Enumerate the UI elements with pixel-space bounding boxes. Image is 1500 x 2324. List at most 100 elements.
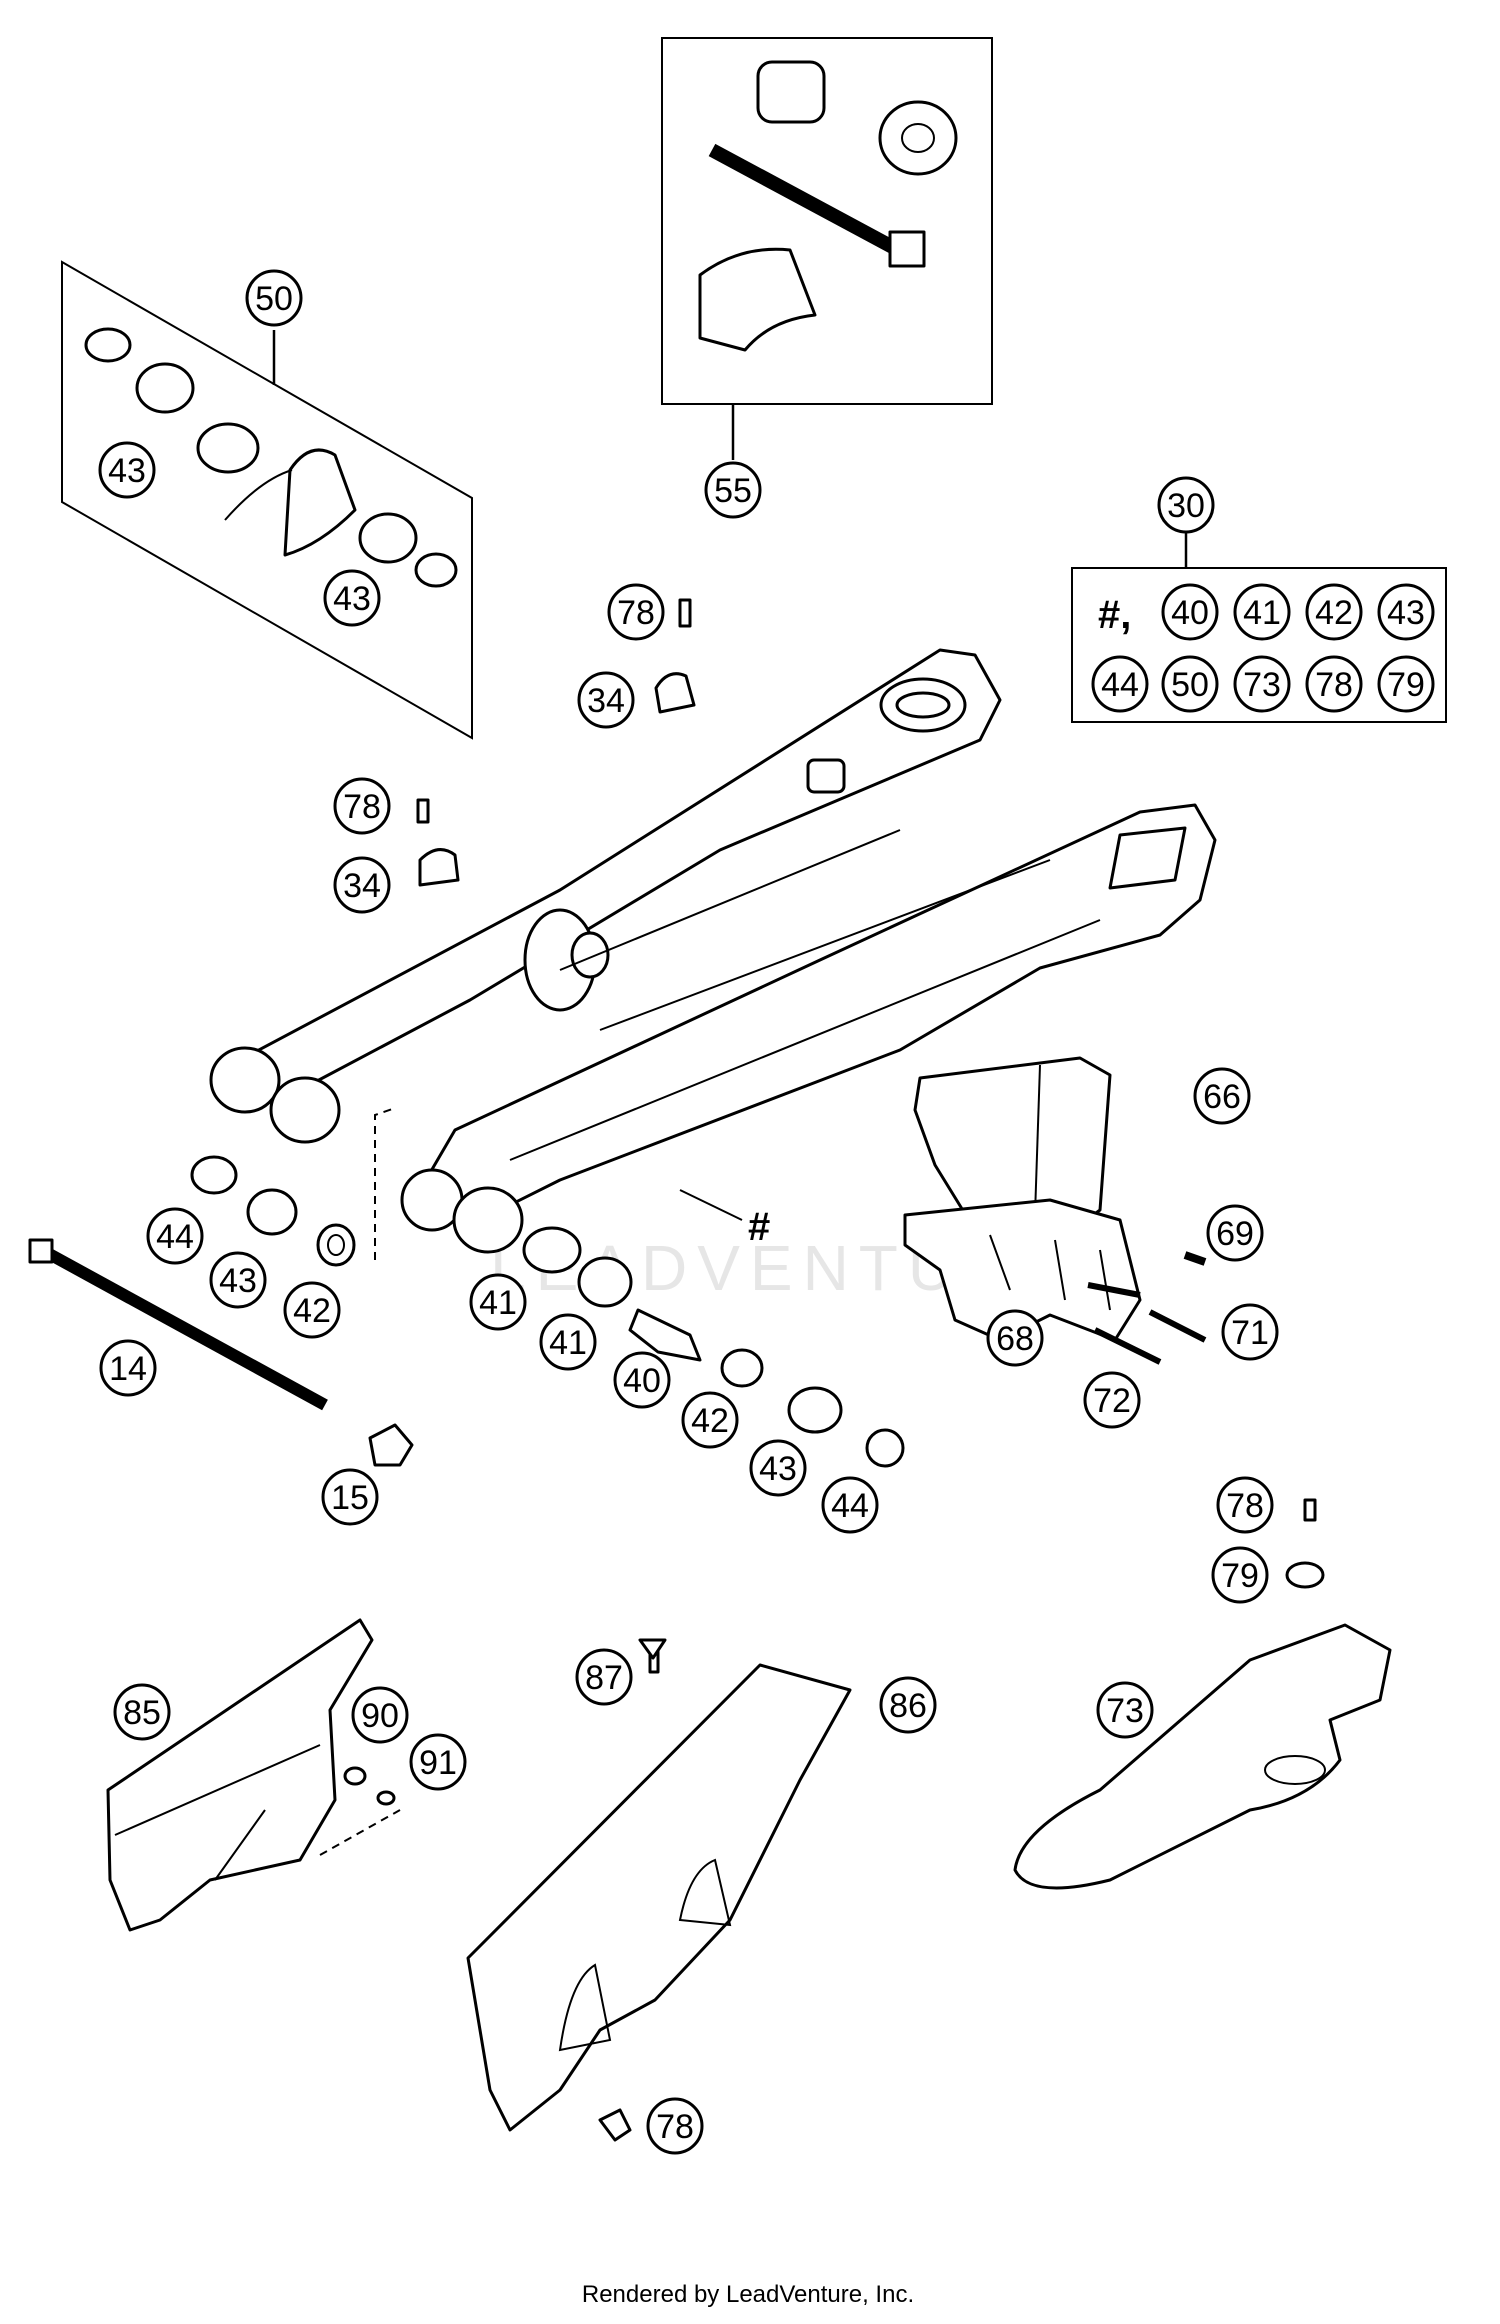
callout-number: 78 — [343, 788, 381, 826]
callout-number: 40 — [623, 1362, 661, 1400]
callout-43: 43 — [209, 1251, 267, 1309]
callout-79: 79 — [1211, 1546, 1269, 1604]
callout-42: 42 — [681, 1391, 739, 1449]
swingarm-kit-30-box: #, — [1071, 530, 1447, 723]
kit-item-41: 41 — [1233, 583, 1291, 641]
callout-number: 55 — [714, 472, 752, 510]
chain-guard-85 — [106, 1618, 401, 1932]
kit-item-73: 73 — [1233, 655, 1291, 713]
kit-item-79: 79 — [1377, 655, 1435, 713]
callout-43: 43 — [98, 441, 156, 499]
callout-number: 43 — [759, 1450, 797, 1488]
callout-number: 14 — [109, 1350, 147, 1388]
callout-68: 68 — [986, 1309, 1044, 1367]
callout-number: 73 — [1243, 666, 1281, 704]
callout-number: 71 — [1231, 1314, 1269, 1352]
swingarm: # — [209, 648, 1217, 1254]
callout-number: 41 — [549, 1324, 587, 1362]
callout-number: 78 — [656, 2108, 694, 2146]
callout-50: 50 — [245, 269, 303, 327]
callout-number: 44 — [1101, 666, 1139, 704]
footer-credit: Rendered by LeadVenture, Inc. — [582, 2281, 914, 2308]
kit-item-40: 40 — [1161, 583, 1219, 641]
callout-number: 40 — [1171, 594, 1209, 632]
callout-66: 66 — [1193, 1067, 1251, 1125]
callout-78: 78 — [333, 777, 391, 835]
callout-number: 72 — [1093, 1382, 1131, 1420]
callout-78: 78 — [1216, 1476, 1274, 1534]
callout-number: 41 — [479, 1284, 517, 1322]
callout-number: 50 — [1171, 666, 1209, 704]
callout-34: 34 — [577, 671, 635, 729]
callout-number: 50 — [255, 280, 293, 318]
chain-guard-86 — [466, 1638, 852, 2142]
callout-78: 78 — [607, 583, 665, 641]
callout-number: 69 — [1216, 1215, 1254, 1253]
callout-85: 85 — [113, 1683, 171, 1741]
kit-item-42: 42 — [1305, 583, 1363, 641]
callout-number: 73 — [1106, 1692, 1144, 1730]
callout-number: 78 — [1315, 666, 1353, 704]
kit-item-78: 78 — [1305, 655, 1363, 713]
callout-number: 43 — [108, 452, 146, 490]
callout-42: 42 — [283, 1281, 341, 1339]
callout-44: 44 — [146, 1207, 204, 1265]
callout-number: 34 — [343, 867, 381, 905]
callout-number: 15 — [331, 1479, 369, 1517]
chain-slider — [1013, 1498, 1392, 1890]
chain-guide — [903, 1056, 1207, 1365]
callout-number: 85 — [123, 1694, 161, 1732]
callout-number: 44 — [156, 1218, 194, 1256]
callout-78: 78 — [646, 2097, 704, 2155]
callout-number: 30 — [1167, 487, 1205, 525]
callout-number: 41 — [1243, 594, 1281, 632]
kit-item-50: 50 — [1161, 655, 1219, 713]
tool-kit-55-box — [661, 37, 993, 460]
callout-41: 41 — [539, 1313, 597, 1371]
kit-item-44: 44 — [1091, 655, 1149, 713]
callout-number: 43 — [333, 580, 371, 618]
callout-number: 78 — [1226, 1487, 1264, 1525]
callout-number: 79 — [1387, 666, 1425, 704]
callout-86: 86 — [879, 1676, 937, 1734]
callout-87: 87 — [575, 1648, 633, 1706]
callout-44: 44 — [821, 1476, 879, 1534]
callout-number: 44 — [831, 1487, 869, 1525]
callout-43: 43 — [323, 569, 381, 627]
callout-91: 91 — [409, 1733, 467, 1791]
callout-number: 79 — [1221, 1557, 1259, 1595]
cable-clamps — [416, 598, 696, 887]
callout-14: 14 — [99, 1339, 157, 1397]
callout-number: 86 — [889, 1687, 927, 1725]
callout-73: 73 — [1096, 1681, 1154, 1739]
callout-number: 68 — [996, 1320, 1034, 1358]
kit-box-items: 40 41 42 43 44 50 73 78 79 — [1091, 583, 1435, 713]
callout-40: 40 — [613, 1351, 671, 1409]
kit-box-prefix: #, — [1098, 593, 1131, 637]
callout-34: 34 — [333, 856, 391, 914]
callout-72: 72 — [1083, 1371, 1141, 1429]
callout-90: 90 — [351, 1686, 409, 1744]
callout-number: 42 — [1315, 594, 1353, 632]
callout-43: 43 — [749, 1439, 807, 1497]
callout-15: 15 — [321, 1468, 379, 1526]
callout-55: 55 — [704, 461, 762, 519]
callout-69: 69 — [1206, 1204, 1264, 1262]
callout-number: 34 — [587, 682, 625, 720]
callout-number: 87 — [585, 1659, 623, 1697]
callout-number: 42 — [691, 1402, 729, 1440]
callout-number: 43 — [1387, 594, 1425, 632]
swingarm-mark: # — [748, 1205, 770, 1249]
callout-30: 30 — [1157, 476, 1215, 534]
callout-number: 78 — [617, 594, 655, 632]
callout-number: 42 — [293, 1292, 331, 1330]
callout-number: 43 — [219, 1262, 257, 1300]
bearing-parts — [28, 1107, 905, 1468]
callout-number: 91 — [419, 1744, 457, 1782]
callout-number: 90 — [361, 1697, 399, 1735]
callout-71: 71 — [1221, 1303, 1279, 1361]
callout-labels: 50 43 43 55 30 78 34 78 34 66 44 43 42 14 41 41 40 42 43 44… — [98, 269, 1279, 2155]
bearing-kit-50-box — [61, 260, 473, 740]
callout-number: 66 — [1203, 1078, 1241, 1116]
